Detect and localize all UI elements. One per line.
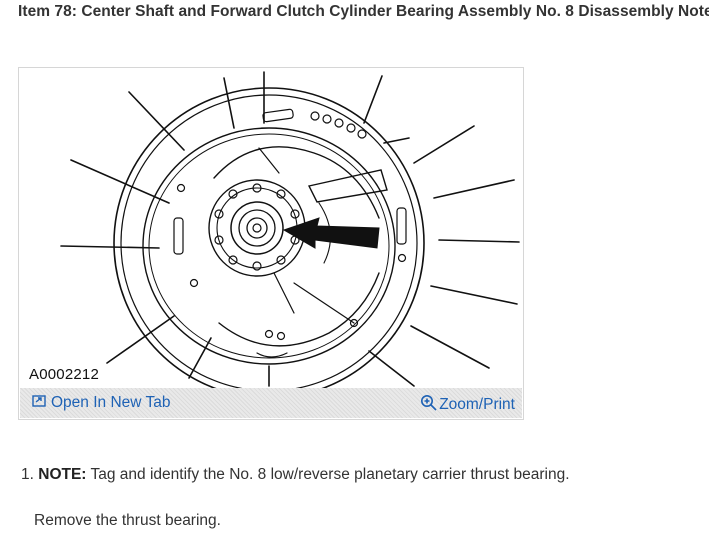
magnifier-plus-icon <box>420 394 437 416</box>
bearing-diagram <box>60 71 520 388</box>
external-link-icon <box>32 394 46 412</box>
page-title: Item 78: Center Shaft and Forward Clutch… <box>18 3 709 20</box>
gear-teeth <box>214 183 300 271</box>
step-item: 1. NOTE: Tag and identify the No. 8 low/… <box>21 466 570 484</box>
open-in-new-tab-label: Open In New Tab <box>51 394 171 411</box>
zoom-print-link[interactable]: Zoom/Print <box>420 394 515 416</box>
note-text: Tag and identify the No. 8 low/reverse p… <box>90 466 570 483</box>
pointer-arrow <box>282 217 380 249</box>
note-label: NOTE: <box>38 466 87 483</box>
figure-code: A0002212 <box>29 366 100 383</box>
ring-holes <box>176 111 407 341</box>
step-number: 1. <box>21 466 34 483</box>
open-in-new-tab-link[interactable]: Open In New Tab <box>32 394 170 412</box>
step-instruction: Remove the thrust bearing. <box>34 512 221 529</box>
figure-toolbar: Open In New Tab Zoom/Print <box>20 388 522 418</box>
zoom-print-label: Zoom/Print <box>439 396 515 413</box>
illustration-figure: A0002212 Open In New Tab Zoom/Print <box>18 67 524 420</box>
